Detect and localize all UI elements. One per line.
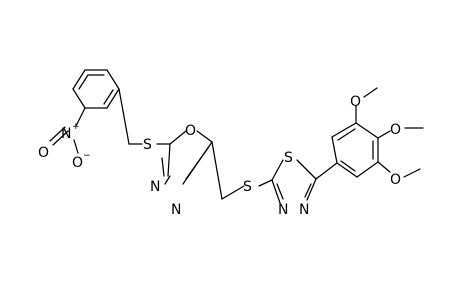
nitro-single-bond	[73, 139, 79, 154]
methoxy-bottom-methyl	[403, 168, 421, 178]
atom-o-nitro-bottom: O	[72, 155, 83, 171]
atom-s-thioether-1: S	[143, 137, 152, 153]
atom-n-nitro: N	[61, 126, 71, 142]
atom-s-thiadiazole: S	[284, 150, 293, 166]
nitro-double-bond	[52, 130, 69, 146]
atom-o-methoxy-middle: O	[390, 122, 401, 138]
atom-n-thiadiazole-left: N	[278, 202, 288, 218]
charge-minus: −	[83, 151, 91, 161]
atom-n-oxadiazole-right: N	[171, 202, 181, 218]
methoxy-bottom-bond	[377, 161, 391, 173]
atom-o-oxadiazole: O	[185, 123, 196, 139]
atom-n-thiadiazole-right: N	[299, 202, 309, 218]
atom-o-nitro-left: O	[38, 145, 49, 161]
ch2-s2-bond	[221, 185, 245, 200]
oxadiazole-ring	[161, 130, 213, 185]
s2-thiadiazole-bond	[258, 179, 273, 187]
thiadiazole-ring	[271, 159, 317, 204]
atom-o-methoxy-bottom: O	[390, 172, 401, 188]
methoxy-top-methyl	[363, 87, 378, 98]
atom-o-methoxy-top: O	[350, 94, 361, 110]
trimethoxyphenyl-ring	[331, 122, 379, 178]
atom-labels: O N + O − S O N N S S N N O O O	[38, 94, 401, 218]
benzyl-bond	[118, 88, 130, 145]
methoxy-middle-bond	[377, 130, 391, 139]
atom-s-thioether-2: S	[243, 179, 252, 195]
oxadiazole-ch2-bond	[211, 141, 223, 200]
charge-plus: +	[72, 122, 80, 132]
atom-n-oxadiazole-left: N	[150, 179, 160, 195]
ring-nitro-bond	[75, 107, 86, 127]
thiadiazole-aryl-bond	[315, 162, 338, 180]
nitrobenzene-ring	[72, 69, 120, 109]
